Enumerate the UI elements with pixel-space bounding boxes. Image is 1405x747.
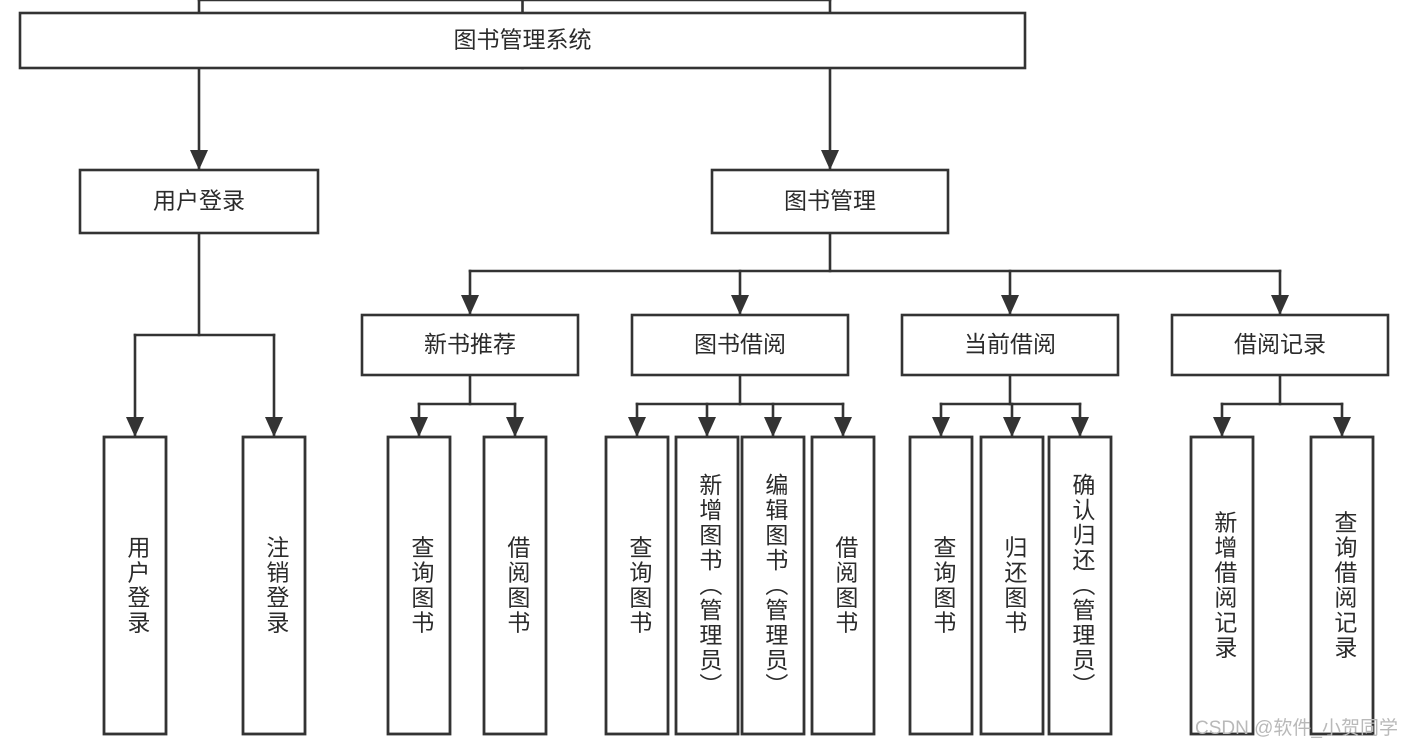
node-借阅记录-label: 借阅记录 — [1234, 331, 1326, 357]
node-root-图书管理系统[interactable]: 图书管理系统 — [18, 11, 1027, 70]
node-查询图书-box[interactable] — [386, 435, 452, 736]
node-新书推荐-box[interactable] — [360, 313, 580, 377]
node-查询图书[interactable]: 查询图书 — [386, 435, 452, 736]
node-借阅图书[interactable]: 借阅图书 — [482, 435, 548, 736]
node-用户登录-box[interactable] — [102, 435, 168, 736]
node-查询图书-box[interactable] — [604, 435, 670, 736]
node-确认归还管理员-box[interactable] — [1047, 435, 1113, 736]
node-图书管理[interactable]: 图书管理 — [710, 168, 950, 235]
arrow-head-icon — [126, 417, 144, 437]
arrow-head-icon — [265, 417, 283, 437]
node-编辑图书管理员-label: 编辑图书（管理员） — [762, 473, 789, 698]
node-归还图书-box[interactable] — [979, 435, 1045, 736]
node-用户登录-label: 用户登录 — [124, 536, 151, 636]
node-当前借阅-label: 当前借阅 — [964, 331, 1056, 357]
node-确认归还管理员[interactable]: 确认归还（管理员） — [1047, 435, 1113, 736]
arrow-head-icon — [1333, 417, 1351, 437]
node-图书管理-label: 图书管理 — [784, 188, 876, 214]
arrow-head-icon — [410, 417, 428, 437]
node-借阅图书-box[interactable] — [810, 435, 876, 736]
node-注销登录-box[interactable] — [241, 435, 307, 736]
node-当前借阅[interactable]: 当前借阅 — [900, 313, 1120, 377]
arrow-head-icon — [1071, 417, 1089, 437]
node-新增借阅记录-label: 新增借阅记录 — [1211, 511, 1238, 661]
node-借阅记录[interactable]: 借阅记录 — [1170, 313, 1390, 377]
node-root-图书管理系统-box[interactable] — [18, 11, 1027, 70]
node-查询借阅记录-label: 查询借阅记录 — [1331, 511, 1358, 661]
arrow-head-icon — [834, 417, 852, 437]
node-确认归还管理员-label: 确认归还（管理员） — [1069, 473, 1096, 698]
arrow-head-icon — [628, 417, 646, 437]
node-新书推荐-label: 新书推荐 — [424, 331, 516, 357]
node-用户登录[interactable]: 用户登录 — [102, 435, 168, 736]
arrow-head-icon — [1213, 417, 1231, 437]
node-借阅图书[interactable]: 借阅图书 — [810, 435, 876, 736]
node-查询借阅记录[interactable]: 查询借阅记录 — [1309, 435, 1375, 736]
arrow-head-icon — [1271, 295, 1289, 315]
arrow-head-icon — [932, 417, 950, 437]
node-图书借阅-label: 图书借阅 — [694, 331, 786, 357]
node-查询图书-label: 查询图书 — [626, 536, 653, 636]
arrow-head-icon — [1003, 417, 1021, 437]
node-查询图书[interactable]: 查询图书 — [604, 435, 670, 736]
arrow-head-icon — [821, 150, 839, 170]
arrow-head-icon — [506, 417, 524, 437]
arrow-head-icon — [461, 295, 479, 315]
arrow-head-icon — [764, 417, 782, 437]
arrow-head-icon — [1001, 295, 1019, 315]
arrow-head-icon — [190, 150, 208, 170]
node-root-图书管理系统-label: 图书管理系统 — [454, 27, 592, 53]
node-借阅记录-box[interactable] — [1170, 313, 1390, 377]
node-借阅图书-box[interactable] — [482, 435, 548, 736]
node-当前借阅-box[interactable] — [900, 313, 1120, 377]
node-借阅图书-label: 借阅图书 — [504, 536, 531, 636]
node-查询图书[interactable]: 查询图书 — [908, 435, 974, 736]
node-用户登录[interactable]: 用户登录 — [78, 168, 320, 235]
node-新增借阅记录[interactable]: 新增借阅记录 — [1189, 435, 1255, 736]
node-图书借阅[interactable]: 图书借阅 — [630, 313, 850, 377]
node-新增借阅记录-box[interactable] — [1189, 435, 1255, 736]
arrow-head-icon — [698, 417, 716, 437]
node-新增图书管理员[interactable]: 新增图书（管理员） — [674, 435, 740, 736]
node-查询借阅记录-box[interactable] — [1309, 435, 1375, 736]
node-新增图书管理员-box[interactable] — [674, 435, 740, 736]
node-编辑图书管理员[interactable]: 编辑图书（管理员） — [740, 435, 806, 736]
csdn-watermark: CSDN @软件_小贺同学 — [1195, 717, 1398, 739]
node-图书借阅-box[interactable] — [630, 313, 850, 377]
node-归还图书[interactable]: 归还图书 — [979, 435, 1045, 736]
node-图书管理-box[interactable] — [710, 168, 950, 235]
node-用户登录-label: 用户登录 — [153, 188, 245, 214]
node-归还图书-label: 归还图书 — [1001, 536, 1028, 636]
node-编辑图书管理员-box[interactable] — [740, 435, 806, 736]
connector-layer — [126, 0, 1351, 439]
node-查询图书-label: 查询图书 — [408, 536, 435, 636]
node-新书推荐[interactable]: 新书推荐 — [360, 313, 580, 377]
node-查询图书-label: 查询图书 — [930, 536, 957, 636]
node-借阅图书-label: 借阅图书 — [832, 536, 859, 636]
node-用户登录-box[interactable] — [78, 168, 320, 235]
node-layer: 图书管理系统用户登录用户登录注销登录图书管理新书推荐查询图书借阅图书图书借阅查询… — [18, 11, 1390, 736]
node-注销登录[interactable]: 注销登录 — [241, 435, 307, 736]
node-注销登录-label: 注销登录 — [263, 536, 290, 636]
node-新增图书管理员-label: 新增图书（管理员） — [696, 473, 723, 698]
node-查询图书-box[interactable] — [908, 435, 974, 736]
arrow-head-icon — [731, 295, 749, 315]
